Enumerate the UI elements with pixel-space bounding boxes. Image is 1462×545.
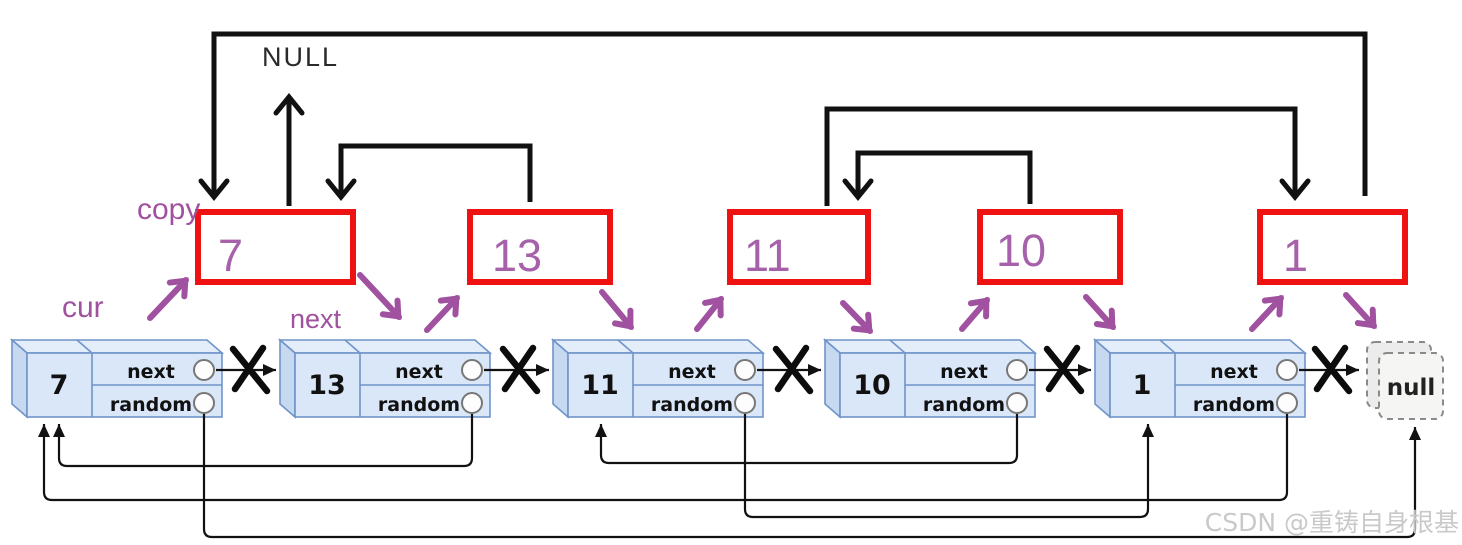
x-mark: [499, 344, 541, 395]
list-node-1: 1 next random: [1092, 338, 1308, 419]
copy-node-10: 10: [977, 209, 1123, 285]
watermark-text: CSDN @重铸自身根基: [1205, 508, 1459, 537]
random-arrow-10-to-11: [595, 414, 1019, 465]
next-pointer-dot: [734, 359, 756, 381]
original-list-row: 7 next random 13 next random: [9, 338, 1444, 420]
copy-node-13: 13: [467, 209, 613, 285]
crossed-out-marks: [229, 344, 1353, 395]
null-box-label: null: [1387, 375, 1436, 401]
next-pointer-dot: [1006, 359, 1028, 381]
original-random-connectors: [38, 414, 1421, 539]
random-pointer-dot: [193, 392, 215, 414]
random-field-label: random: [378, 394, 460, 416]
next-pointer-dot: [1276, 359, 1298, 381]
x-mark: [229, 344, 271, 395]
cur-arrow: [147, 277, 189, 321]
random-arrow-7-to-null: [202, 414, 1421, 539]
null-pointer-label: NULL: [262, 42, 339, 72]
copy-pointer-label: copy: [137, 193, 200, 226]
copy-node-1: 1: [1257, 209, 1408, 285]
next-pointer-dot: [193, 359, 215, 381]
next-pointer-label: next: [290, 304, 342, 334]
next-field-label: next: [395, 361, 443, 383]
random-field-label: random: [923, 394, 1005, 416]
arrow-copy10-down: [1083, 294, 1116, 330]
cur-pointer-label: cur: [62, 291, 104, 324]
null-terminator-box: null: [1366, 341, 1444, 420]
copy-node-value: 7: [218, 230, 243, 281]
node-value: 10: [853, 370, 891, 401]
arrow-copy11-to-copy1: [824, 106, 1311, 206]
arrow-copy13-down: [599, 289, 634, 330]
node-value: 1: [1133, 370, 1152, 401]
list-node-13: 13 next random: [277, 338, 493, 419]
arrow-up-copy13: [424, 295, 460, 333]
x-mark: [1043, 344, 1085, 395]
random-field-label: random: [110, 394, 192, 416]
next-field-label: next: [1210, 361, 1258, 383]
copy-node-value: 10: [996, 225, 1046, 276]
random-pointer-dot: [1276, 392, 1298, 414]
copy-random-connectors: [198, 31, 1368, 206]
random-arrow-13-to-7: [53, 414, 474, 468]
list-node-7: 7 next random: [9, 338, 225, 419]
copy-node-value: 1: [1283, 230, 1308, 281]
purple-link-arrows: [147, 272, 1377, 334]
copy-node-value: 11: [744, 230, 791, 281]
node-value: 13: [308, 370, 346, 401]
arrow-copy1-to-copy7: [198, 31, 1368, 201]
arrow-up-copy1: [1249, 295, 1284, 332]
node-value: 11: [581, 370, 619, 401]
next-field-label: next: [940, 361, 988, 383]
next-field-label: next: [668, 361, 716, 383]
x-mark: [1311, 344, 1353, 395]
list-node-11: 11 next random: [550, 338, 766, 419]
random-arrow-1-to-7: [38, 414, 1289, 502]
random-pointer-dot: [1006, 392, 1028, 414]
random-arrow-11-to-1: [743, 414, 1154, 519]
node-value: 7: [50, 370, 69, 401]
x-mark: [772, 344, 814, 395]
copy-node-value: 13: [492, 230, 542, 281]
list-node-10: 10 next random: [822, 338, 1038, 419]
random-field-label: random: [651, 394, 733, 416]
random-field-label: random: [1193, 394, 1275, 416]
arrow-copy13-to-copy7: [325, 143, 533, 202]
arrow-copy10-to-copy11: [842, 150, 1033, 204]
arrow-copy11-down: [840, 300, 873, 334]
arrow-copy1-down: [1343, 292, 1377, 329]
random-pointer-dot: [734, 392, 756, 414]
copy-node-7: 7: [195, 209, 356, 285]
next-pointer-dot: [461, 359, 483, 381]
arrow-up-copy11: [694, 296, 724, 332]
random-pointer-dot: [461, 392, 483, 414]
arrow-up-copy10: [959, 297, 990, 332]
copy-node-row: 7 13 11 10 1: [195, 209, 1408, 285]
copy-node-11: 11: [727, 209, 871, 285]
arrow-copy7-down: [357, 272, 402, 320]
next-field-label: next: [127, 361, 175, 383]
